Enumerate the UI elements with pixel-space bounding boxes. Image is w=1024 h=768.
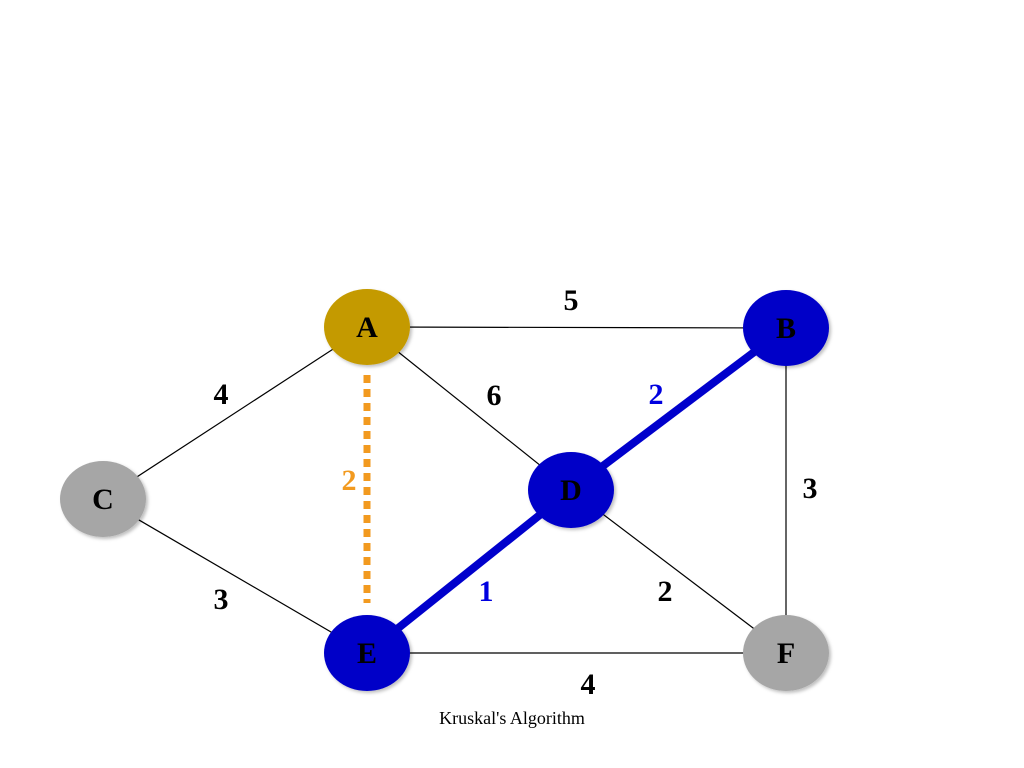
edge-labels-layer: 5 4 6 2 3 2 1 2 3 4 <box>214 284 818 701</box>
node-e: E <box>324 615 410 691</box>
node-f-circle <box>743 615 829 691</box>
edge-weight-a-d: 6 <box>487 379 502 412</box>
edge-weight-a-e: 2 <box>342 464 357 497</box>
node-c-label: C <box>92 483 114 516</box>
edge-weight-a-b: 5 <box>564 284 579 317</box>
nodes-layer: A B C D E F <box>60 289 829 691</box>
edge-weight-e-d: 1 <box>479 575 494 608</box>
node-e-label: E <box>357 637 377 670</box>
node-c: C <box>60 461 146 537</box>
edge-d-f <box>570 489 787 654</box>
node-b-circle <box>743 290 829 366</box>
node-c-circle <box>60 461 146 537</box>
diagram-caption: Kruskal's Algorithm <box>439 708 585 728</box>
node-d-label: D <box>560 474 582 507</box>
node-a-circle <box>324 289 410 365</box>
edge-a-d <box>366 326 572 491</box>
edge-weight-c-e: 3 <box>214 583 229 616</box>
edges-layer <box>102 324 789 657</box>
node-f: F <box>743 615 829 691</box>
node-d-circle <box>528 452 614 528</box>
edge-a-c <box>102 326 368 500</box>
node-d: D <box>528 452 614 528</box>
node-e-circle <box>324 615 410 691</box>
edge-weight-d-b: 2 <box>649 378 664 411</box>
edge-d-b <box>568 324 789 494</box>
node-b-label: B <box>776 312 796 345</box>
edge-weight-e-f: 4 <box>581 668 596 701</box>
edge-e-d <box>364 486 574 657</box>
node-f-label: F <box>777 637 795 670</box>
edge-weight-a-c: 4 <box>214 378 229 411</box>
edge-a-b <box>366 326 787 329</box>
node-a: A <box>324 289 410 365</box>
edge-weight-d-f: 2 <box>658 575 673 608</box>
node-a-label: A <box>356 311 378 344</box>
edge-weight-b-f: 3 <box>803 472 818 505</box>
node-b: B <box>743 290 829 366</box>
edge-c-e <box>102 498 368 654</box>
